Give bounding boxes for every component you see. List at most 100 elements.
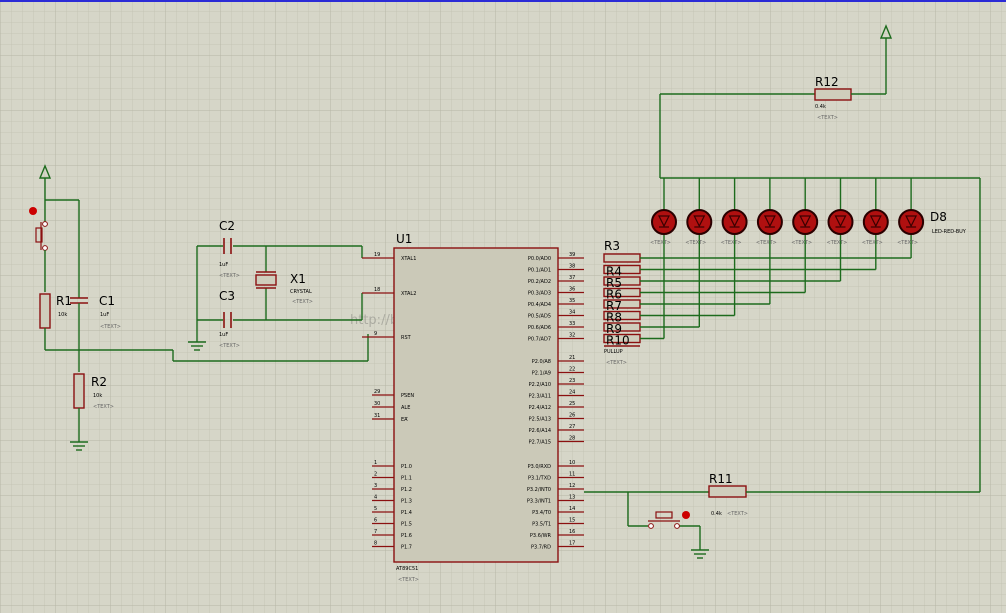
- r2-text: <TEXT>: [93, 404, 114, 410]
- resistor-r12[interactable]: [814, 88, 852, 101]
- led-diode-icon[interactable]: [686, 209, 713, 235]
- pin-label: P1.2: [401, 487, 412, 493]
- pin-label: P2.3/A11: [529, 394, 551, 400]
- led-diode-icon[interactable]: [862, 209, 889, 235]
- pin-number: 10: [569, 460, 575, 466]
- x1-text: <TEXT>: [292, 299, 313, 305]
- pin-label: XTAL2: [401, 291, 416, 297]
- u1-part: AT89C51: [396, 566, 418, 572]
- pin-label: XTAL1: [401, 256, 416, 262]
- push-button-icon[interactable]: [29, 207, 48, 251]
- u1-pin[interactable]: 1P1.0: [372, 460, 412, 470]
- led-diode-icon[interactable]: [756, 209, 783, 235]
- rpack-value: PULLUP: [604, 349, 623, 355]
- push-button-icon[interactable]: [648, 511, 690, 529]
- u1-pin[interactable]: 6P1.5: [372, 518, 412, 528]
- rpack-ref: R10: [606, 334, 630, 348]
- u1-pin[interactable]: 5P1.4: [372, 506, 412, 516]
- u1-pin[interactable]: 3P1.2: [372, 483, 412, 493]
- pin-number: 24: [569, 390, 575, 396]
- capacitor-c2[interactable]: [223, 238, 232, 254]
- pin-number: 25: [569, 401, 575, 407]
- pin-number: 35: [569, 298, 575, 304]
- u1-text: <TEXT>: [398, 577, 419, 583]
- crystal-x1[interactable]: [255, 271, 277, 289]
- led-diode-icon[interactable]: [898, 209, 925, 235]
- pin-label: P0.3/AD3: [528, 291, 551, 297]
- led-supply: [659, 24, 981, 492]
- pin-number: 9: [374, 331, 377, 337]
- pin-number: 26: [569, 413, 575, 419]
- c3-text: <TEXT>: [219, 343, 240, 349]
- pin-label: P2.6/A14: [529, 428, 551, 434]
- led-diode-icon[interactable]: [651, 209, 677, 235]
- capacitor-c3[interactable]: [223, 312, 232, 328]
- rpack-ref: R9: [606, 322, 622, 336]
- u1-pin[interactable]: 7P1.6: [372, 529, 412, 539]
- pin-number: 6: [374, 518, 377, 524]
- pin-label: P1.1: [401, 476, 412, 482]
- rpack-ref: R6: [606, 288, 622, 302]
- pin-number: 8: [374, 541, 377, 547]
- u1-ref: U1: [396, 232, 412, 246]
- led-diode-icon[interactable]: [721, 209, 748, 235]
- led-text: <TEXT>: [721, 240, 742, 246]
- resistor-r2[interactable]: [73, 373, 85, 409]
- pin-number: 4: [374, 495, 377, 501]
- pin-number: 18: [374, 287, 380, 293]
- pin-number: 14: [569, 506, 575, 512]
- pin-number: 5: [374, 506, 377, 512]
- c2-text: <TEXT>: [219, 273, 240, 279]
- pin-label: P3.0/RXD: [528, 464, 552, 470]
- led-diode-icon[interactable]: [827, 209, 854, 235]
- microcontroller-u1[interactable]: [393, 247, 559, 563]
- led-text: <TEXT>: [756, 240, 777, 246]
- pin-number: 30: [374, 401, 380, 407]
- u1-pin[interactable]: 2P1.1: [372, 472, 412, 482]
- d8-ref: D8: [930, 210, 947, 224]
- rpack-text: <TEXT>: [606, 360, 627, 366]
- led-diode-icon[interactable]: [792, 209, 819, 235]
- pin-label: P0.6/AD6: [528, 325, 551, 331]
- resistor-r11[interactable]: [708, 485, 747, 498]
- u1-pin[interactable]: 8P1.7: [372, 541, 412, 551]
- resistor-r1[interactable]: [39, 293, 51, 329]
- ground-symbol-icon: [188, 341, 206, 351]
- u1-pin[interactable]: 4P1.3: [372, 495, 412, 505]
- power-terminal-arrow-icon: [879, 24, 893, 39]
- pin-label: P1.3: [401, 499, 412, 505]
- pin-label: P3.1/TXD: [528, 476, 551, 482]
